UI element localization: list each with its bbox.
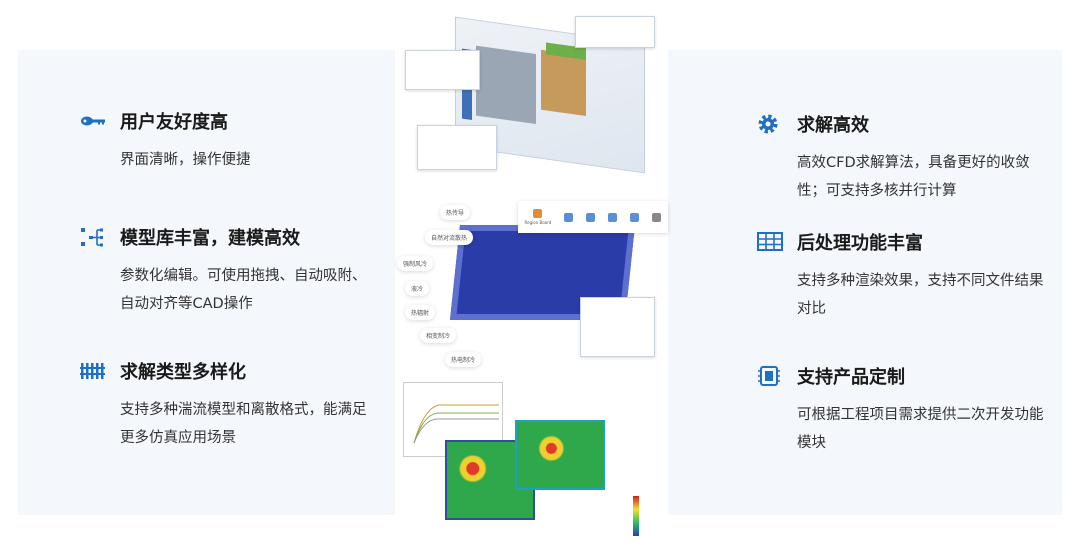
color-legend — [633, 496, 639, 536]
fence-grid-icon — [80, 363, 105, 379]
feature-title: 求解类型多样化 — [120, 362, 246, 383]
property-panel — [575, 16, 655, 48]
feature-title: 支持产品定制 — [797, 367, 905, 388]
feature-title: 模型库丰富，建模高效 — [120, 228, 300, 249]
flow-label: 强制风冷 — [397, 256, 434, 271]
gear-icon — [758, 114, 778, 134]
key-icon — [81, 116, 105, 126]
feature-desc: 支持多种渲染效果，支持不同文件结果对比 — [797, 273, 1044, 317]
flow-label: 热辐射 — [405, 305, 436, 320]
property-panel — [405, 50, 480, 90]
feature-desc: 高效CFD求解算法，具备更好的收敛性；可支持多核并行计算 — [797, 155, 1030, 199]
toolbar-button[interactable]: Region Board — [525, 209, 551, 225]
feature-title: 用户友好度高 — [120, 112, 228, 133]
feature-title: 后处理功能丰富 — [797, 233, 923, 254]
chip-icon — [758, 366, 780, 386]
property-panel — [417, 125, 497, 170]
product-screenshot-collage: Region Board 热传导 自然对流散热 强制风冷 液冷 热辐射 相变制冷… — [395, 0, 668, 553]
toolbar-button[interactable] — [652, 212, 662, 222]
flow-label: 热电制冷 — [445, 352, 482, 367]
flow-label: 液冷 — [405, 281, 430, 296]
property-panel — [580, 297, 655, 357]
feature-desc: 界面清晰，操作便捷 — [120, 152, 251, 168]
toolbar-button[interactable] — [564, 212, 574, 222]
toolbar-button[interactable] — [630, 212, 640, 222]
toolbar-button[interactable] — [586, 212, 596, 222]
thermal-result-view — [515, 420, 605, 490]
feature-desc: 参数化编辑。可使用拖拽、自动吸附、自动对齐等CAD操作 — [120, 268, 367, 312]
feature-title: 求解高效 — [797, 115, 869, 136]
table-icon — [757, 232, 783, 251]
feature-desc: 支持多种湍流模型和离散格式，能满足更多仿真应用场景 — [120, 402, 367, 446]
flow-label: 热传导 — [440, 205, 471, 220]
tree-structure-icon — [81, 228, 103, 247]
toolbar-button[interactable] — [608, 212, 618, 222]
flow-label: 自然对流散热 — [425, 230, 474, 245]
feature-desc: 可根据工程项目需求提供二次开发功能模块 — [797, 407, 1044, 451]
toolbar: Region Board — [518, 201, 668, 233]
flow-label: 相变制冷 — [420, 328, 457, 343]
